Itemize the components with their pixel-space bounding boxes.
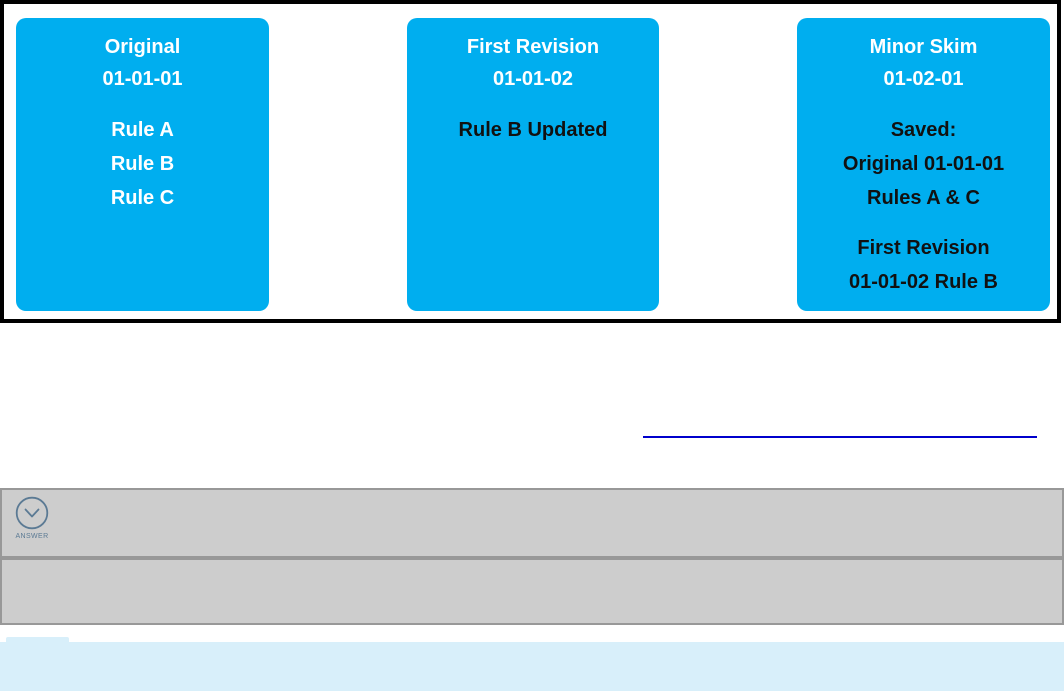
card-title: First Revision — [466, 36, 600, 58]
card-line: 01-01-02 Rule B — [849, 271, 998, 293]
card-paragraph: Saved: Original 01-01-01 Rules A & C — [797, 113, 1050, 215]
card-line: Rule B — [110, 153, 175, 175]
card-body: Rule A Rule B Rule C — [16, 113, 269, 215]
card-line: Rule A — [111, 119, 174, 141]
card-title: Minor Skim — [869, 36, 978, 58]
card-line: Rule B Updated — [458, 119, 608, 141]
answer-blank-line — [643, 436, 1037, 438]
card-line: Rules A & C — [867, 187, 980, 209]
answer-toolbar: ANSWER — [0, 488, 1064, 558]
chevron-down-circle-icon — [15, 496, 49, 530]
card-line: Original 01-01-01 — [842, 153, 1005, 175]
card-paragraph: Rule B Updated — [407, 113, 659, 147]
answer-button[interactable]: ANSWER — [11, 496, 53, 540]
card-code: 01-01-01 — [102, 68, 183, 90]
content-frame: Original 01-01-01 Rule A Rule B Rule C F… — [0, 0, 1061, 323]
card-line: Rule C — [110, 187, 175, 209]
answer-display-bar — [0, 558, 1064, 625]
card-paragraph: First Revision 01-01-02 Rule B — [797, 231, 1050, 299]
card-header: Original 01-01-01 — [16, 18, 269, 95]
version-card-original: Original 01-01-01 Rule A Rule B Rule C — [16, 18, 269, 311]
card-title: Original — [104, 36, 181, 58]
card-line: Saved: — [890, 119, 957, 141]
answer-button-label: ANSWER — [15, 533, 49, 540]
card-body: Saved: Original 01-01-01 Rules A & C Fir… — [797, 113, 1050, 299]
card-code: 01-01-02 — [492, 68, 574, 90]
card-header: First Revision 01-01-02 — [407, 18, 659, 95]
card-body: Rule B Updated — [407, 113, 659, 147]
bottom-panel — [0, 642, 1064, 691]
card-line: First Revision — [857, 237, 990, 259]
card-paragraph: Rule A Rule B Rule C — [16, 113, 269, 215]
card-header: Minor Skim 01-02-01 — [797, 18, 1050, 95]
card-code: 01-02-01 — [883, 68, 964, 90]
version-card-minor-skim: Minor Skim 01-02-01 Saved: Original 01-0… — [797, 18, 1050, 311]
version-card-first-revision: First Revision 01-01-02 Rule B Updated — [407, 18, 659, 311]
